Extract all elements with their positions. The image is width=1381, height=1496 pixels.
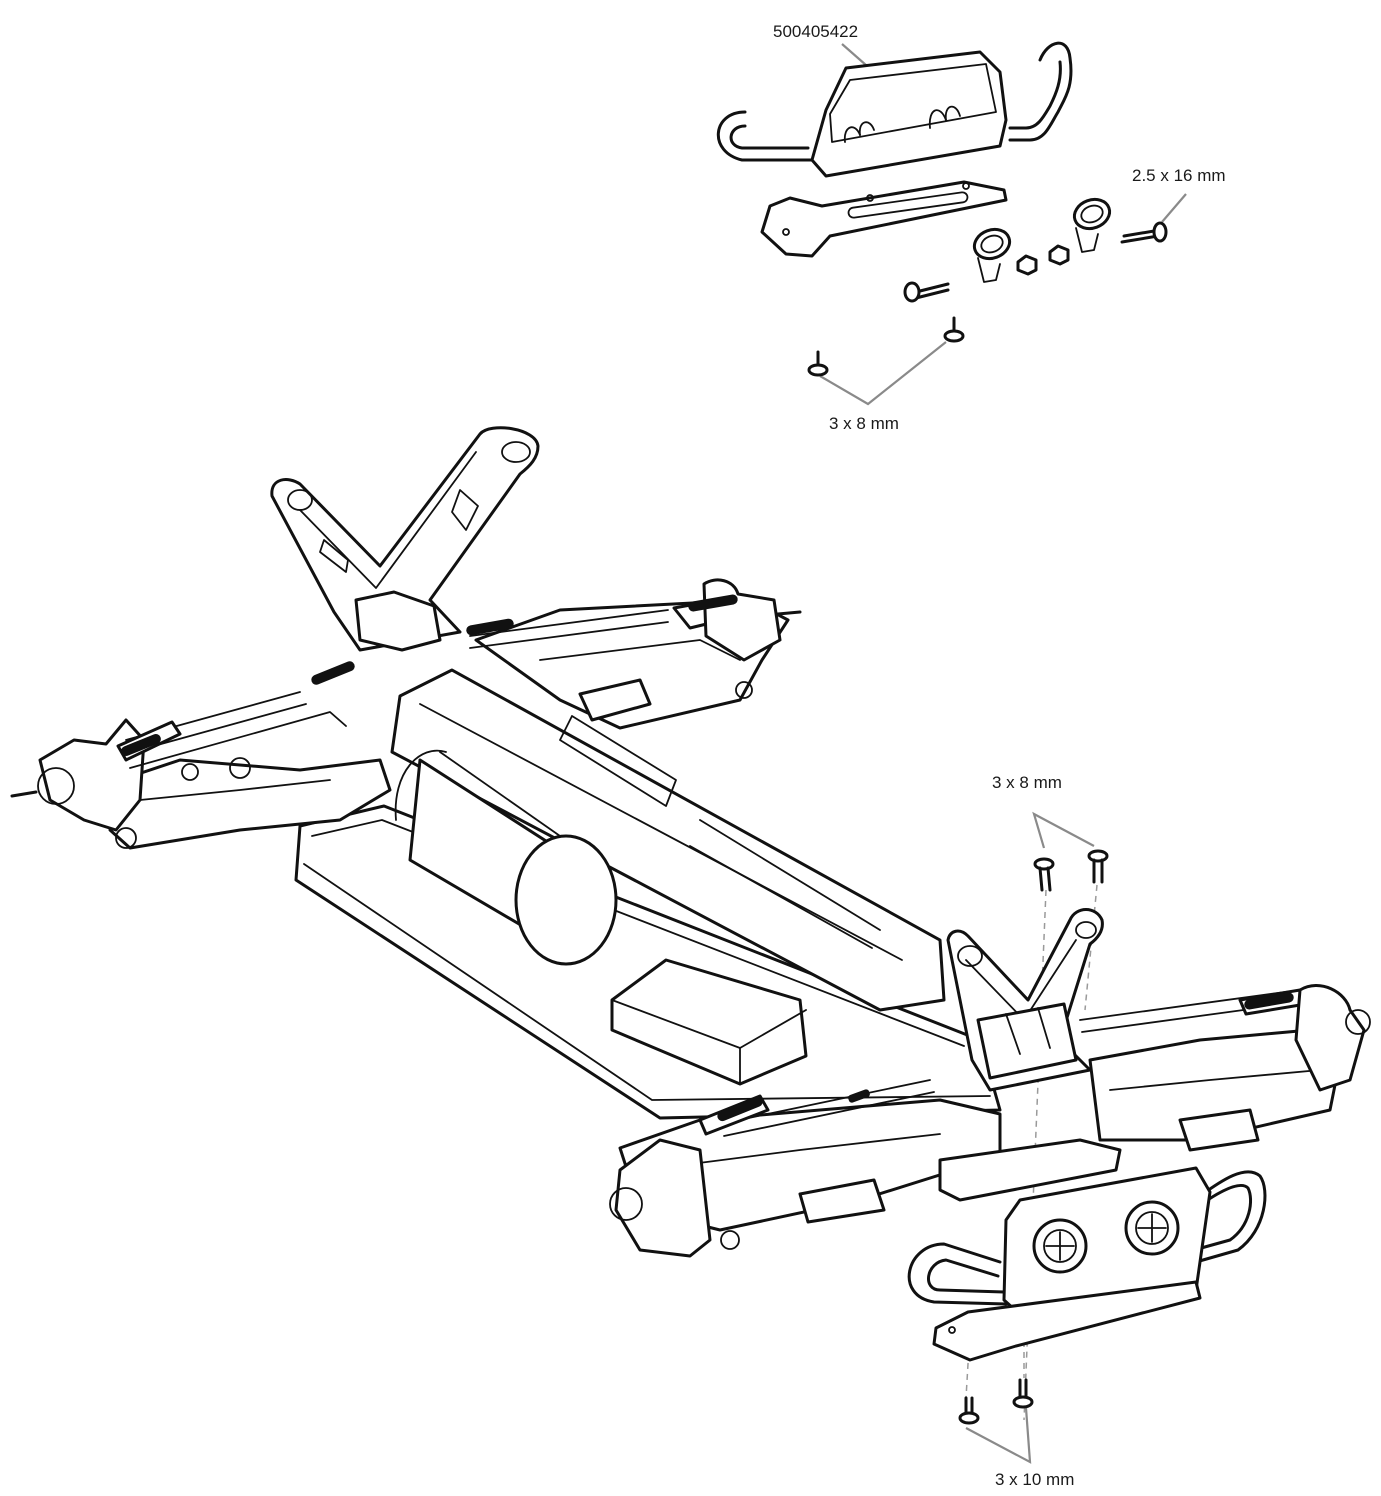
exploded-bumper [716,41,1168,377]
bumper-tube [716,41,1073,178]
front-arms [609,984,1371,1258]
rear-left-arm [10,691,392,850]
label-screw-3x10: 3 x 10 mm [995,1470,1075,1489]
light-buckets [972,197,1112,283]
servo [610,958,808,1086]
bumper-plate [760,180,1008,258]
label-screw-3x8-top: 3 x 8 mm [829,414,899,433]
rear-shock-tower [270,426,540,652]
leader-lines [819,43,1187,1464]
label-screw-2-5x16: 2.5 x 16 mm [1132,166,1226,185]
detail-marks [121,594,1294,1122]
bumper-screws [807,221,1168,377]
chassis-assembly [10,426,1371,1425]
front-bumper-installed [907,1166,1267,1362]
front-shock-tower [946,908,1104,1092]
label-part-number: 500405422 [773,22,859,41]
motor [394,749,618,966]
shock-tower-screws [1033,849,1109,892]
front-bumper-screws [958,1378,1034,1425]
label-screw-3x8-tower: 3 x 8 mm [992,773,1062,792]
center-brace [390,668,946,1012]
